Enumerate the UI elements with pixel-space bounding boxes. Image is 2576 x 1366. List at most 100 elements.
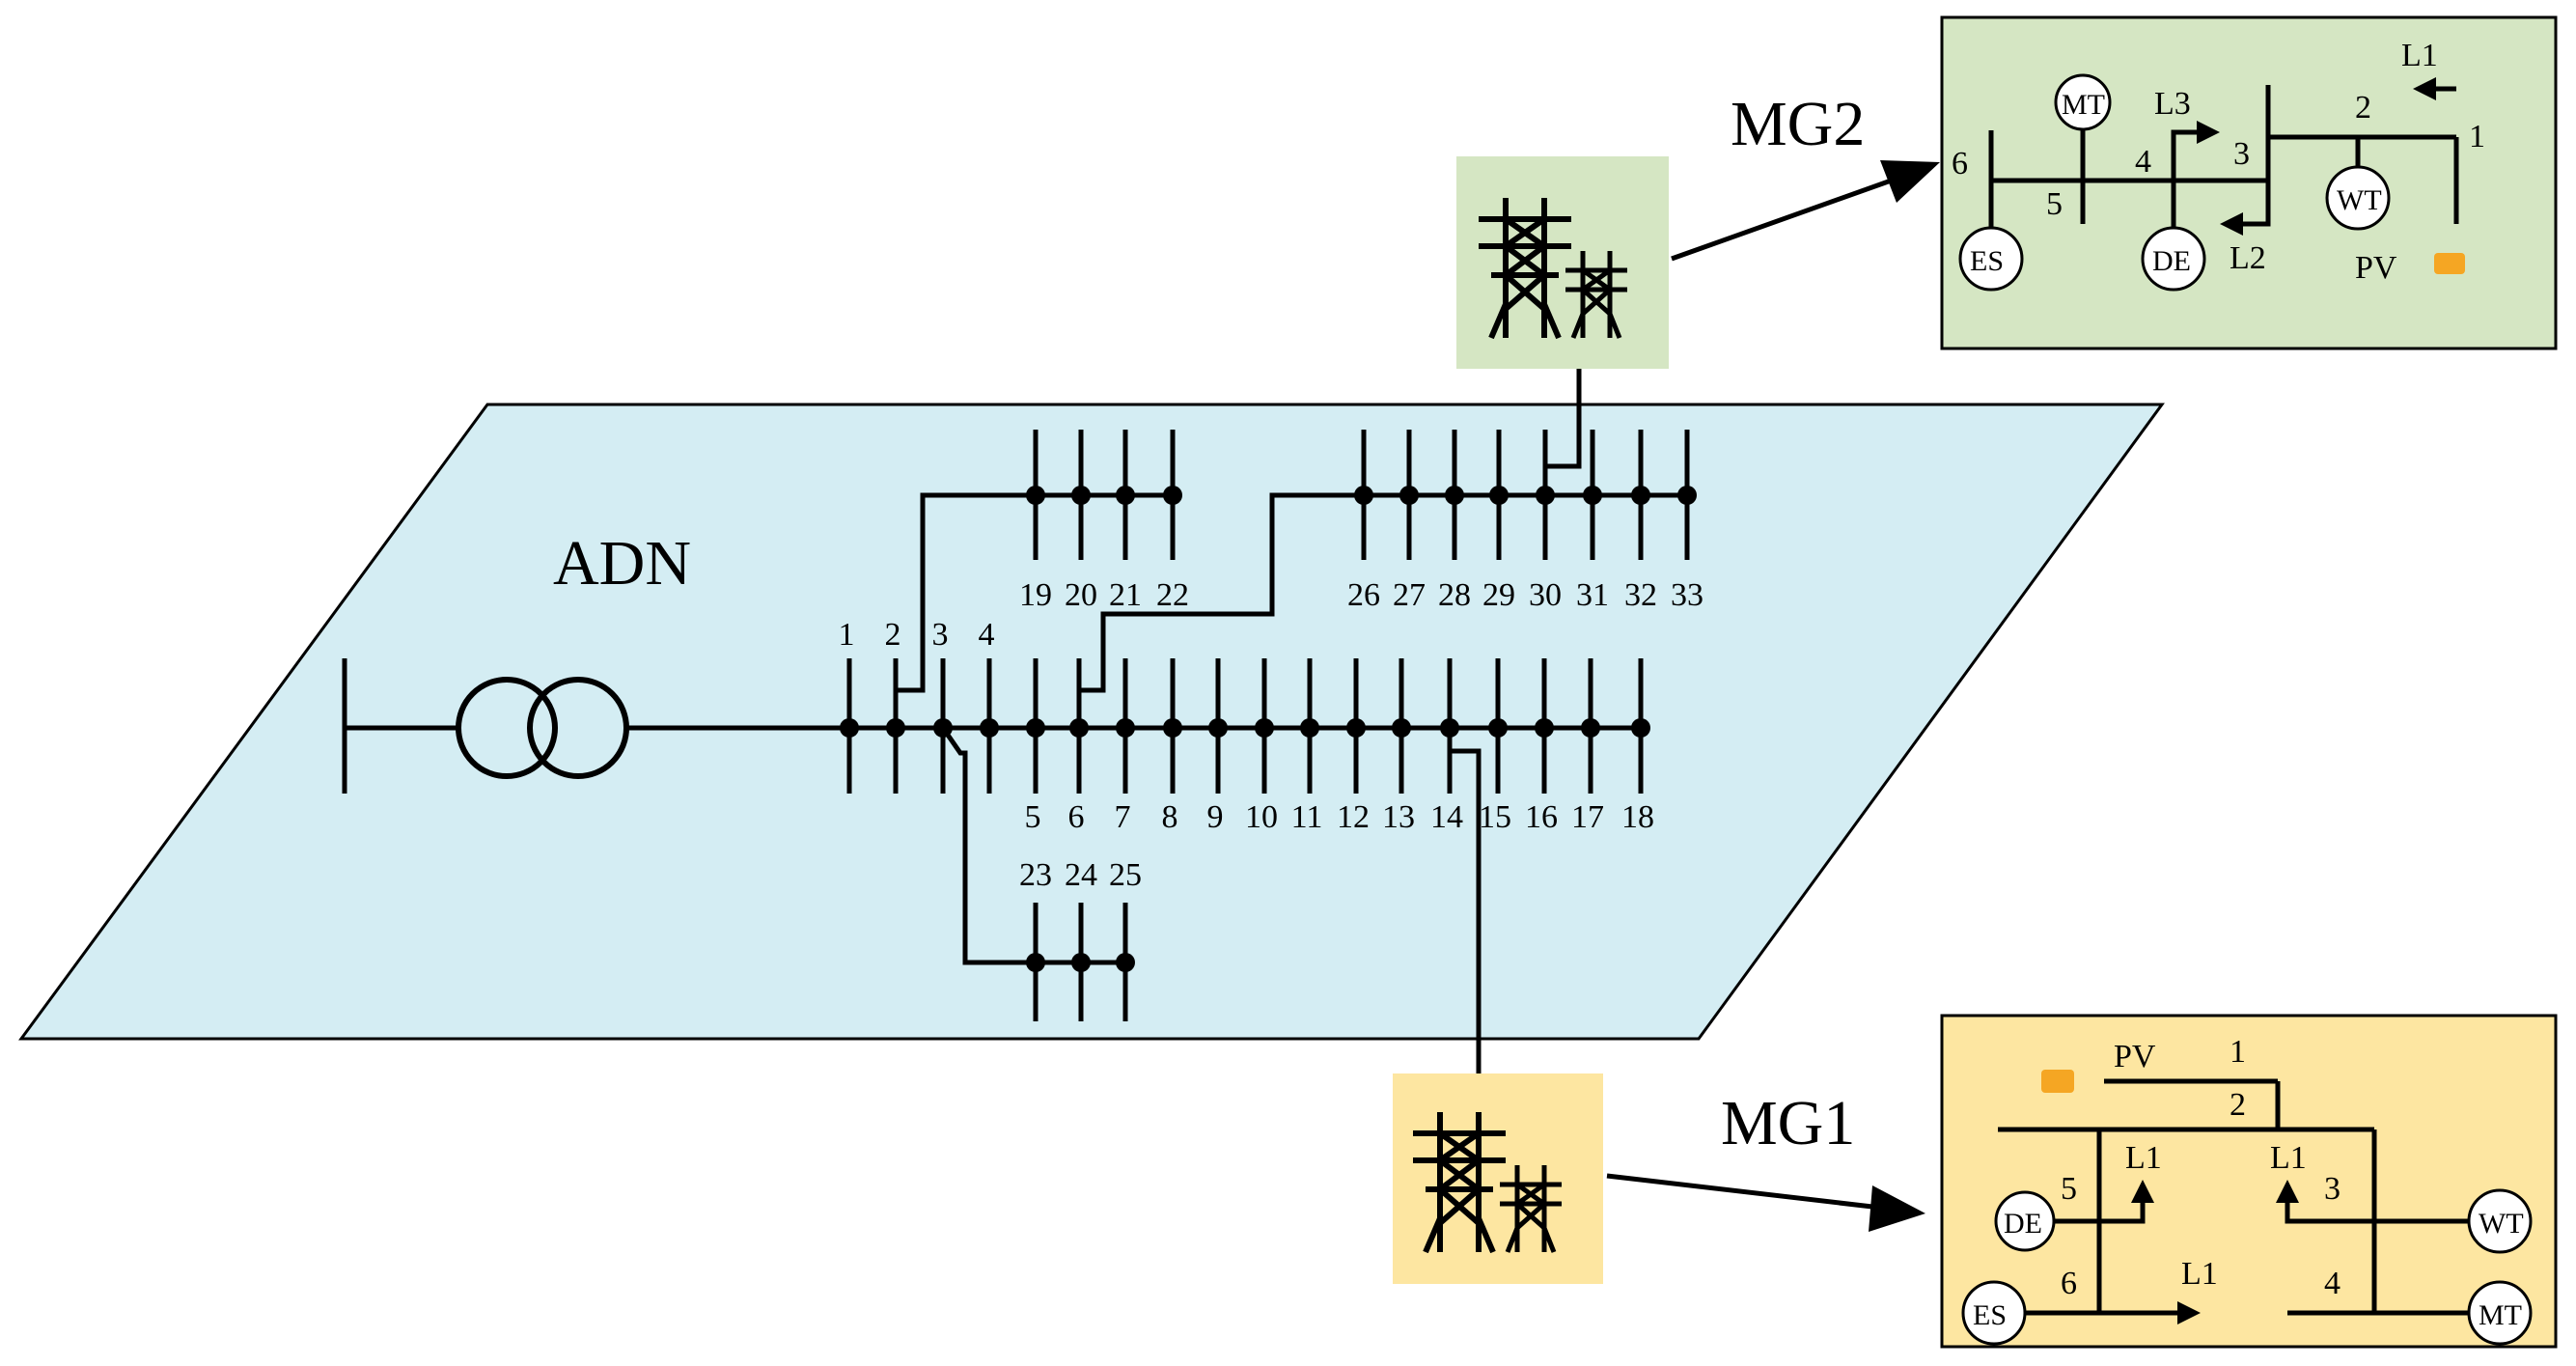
bus-label-8: 8 [1162,799,1178,835]
svg-text:3: 3 [2324,1171,2341,1207]
adn-bus-5-node [1026,718,1045,738]
bus-label-5: 5 [1025,799,1041,835]
bus-label-13: 13 [1382,799,1415,835]
svg-text:DE: DE [2004,1208,2042,1240]
bus-label-18: 18 [1621,799,1654,835]
bus-label-17: 17 [1571,799,1604,835]
svg-text:ES: ES [1970,245,2004,277]
svg-text:L1: L1 [2401,38,2438,73]
svg-text:L1: L1 [2270,1140,2307,1176]
adn-bus-7-node [1116,718,1135,738]
bus-label-3: 3 [932,617,949,653]
bus-label-12: 12 [1337,799,1370,835]
adn-bus-27-node [1399,486,1419,505]
bus-label-1: 1 [839,617,855,653]
bus-label-2: 2 [885,617,901,653]
svg-text:5: 5 [2046,186,2063,222]
adn-bus-1-node [840,718,859,738]
adn-bus-8-node [1163,718,1182,738]
bus-label-26: 26 [1347,577,1380,613]
adn-bus-12-node [1346,718,1366,738]
bus-label-16: 16 [1525,799,1558,835]
bus-label-7: 7 [1115,799,1131,835]
adn-bus-6-node [1069,718,1089,738]
svg-text:PV: PV [2114,1039,2156,1074]
adn-bus-23-node [1026,953,1045,972]
bus-label-24: 24 [1065,857,1097,893]
mg2-tower-box [1456,156,1669,369]
adn-bus-9-node [1208,718,1228,738]
bus-label-23: 23 [1019,857,1052,893]
svg-text:WT: WT [2337,184,2382,216]
adn-bus-3-node [933,718,953,738]
svg-text:6: 6 [2061,1266,2077,1301]
svg-text:5: 5 [2061,1171,2077,1207]
bus-label-4: 4 [979,617,995,653]
adn-bus-22-node [1163,486,1182,505]
adn-bus-13-node [1392,718,1411,738]
adn-bus-31-node [1583,486,1602,505]
mg2-arrow [1671,160,1940,262]
bus-label-20: 20 [1065,577,1097,613]
svg-text:MT: MT [2062,89,2105,121]
svg-text:DE: DE [2152,245,2191,277]
bus-label-31: 31 [1576,577,1609,613]
bus-label-27: 27 [1393,577,1426,613]
adn-bus-32-node [1631,486,1650,505]
adn-bus-33-node [1677,486,1697,505]
svg-text:L1: L1 [2125,1140,2162,1176]
svg-text:1: 1 [2230,1034,2246,1070]
adn-title: ADN [553,528,691,599]
svg-text:L3: L3 [2154,86,2191,122]
bus-label-32: 32 [1624,577,1657,613]
adn-to-mg2-line [1542,369,1582,495]
adn-bus-10-node [1255,718,1274,738]
mg2-panel: MT ES DE WT L3 L2 L1 1 2 3 4 5 6 PV [1940,15,2558,350]
adn-to-mg1-line [1447,728,1482,1073]
bus-label-6: 6 [1068,799,1085,835]
bus-label-15: 15 [1479,799,1511,835]
bus-label-19: 19 [1019,577,1052,613]
svg-text:L2: L2 [2230,240,2266,276]
svg-text:1: 1 [2469,119,2485,154]
svg-text:4: 4 [2324,1266,2341,1301]
adn-bus-26-node [1354,486,1373,505]
branch-23-25 [940,726,1125,965]
mg2-title: MG2 [1731,89,1865,159]
adn-bus-20-node [1071,486,1091,505]
adn-bus-16-node [1535,718,1554,738]
adn-plane [18,403,2165,1041]
adn-bus-15-node [1488,718,1508,738]
adn-bus-2-node [886,718,905,738]
svg-text:L1: L1 [2181,1256,2218,1292]
bus-label-14: 14 [1430,799,1463,835]
adn-bus-19-node [1026,486,1045,505]
adn-bus-4-node [980,718,999,738]
adn-bus-24-node [1071,953,1091,972]
bus-label-9: 9 [1207,799,1224,835]
adn-bus-17-node [1581,718,1600,738]
bus-label-28: 28 [1438,577,1471,613]
svg-text:2: 2 [2230,1087,2246,1123]
svg-text:2: 2 [2355,90,2371,125]
bus-label-10: 10 [1245,799,1278,835]
mg1-arrow [1606,1173,1925,1232]
adn-bus-28-node [1445,486,1464,505]
bus-label-22: 22 [1156,577,1189,613]
adn-bus-marks [840,430,1697,1021]
svg-text:3: 3 [2233,136,2250,172]
mg1-title: MG1 [1721,1088,1855,1158]
adn-bus-18-node [1631,718,1650,738]
mg1-pv-icon [2041,1070,2074,1093]
svg-text:4: 4 [2135,144,2151,180]
mg1-panel: DE ES WT MT L1 L1 L1 1 2 3 4 5 6 PV [1940,1014,2558,1349]
svg-text:WT: WT [2479,1208,2524,1240]
adn-bus-11-node [1300,718,1319,738]
mg1-tower-box [1393,1073,1603,1284]
svg-text:MT: MT [2479,1299,2522,1331]
svg-text:ES: ES [1973,1299,2007,1331]
substation-transformer [342,658,849,794]
svg-text:PV: PV [2355,250,2397,286]
